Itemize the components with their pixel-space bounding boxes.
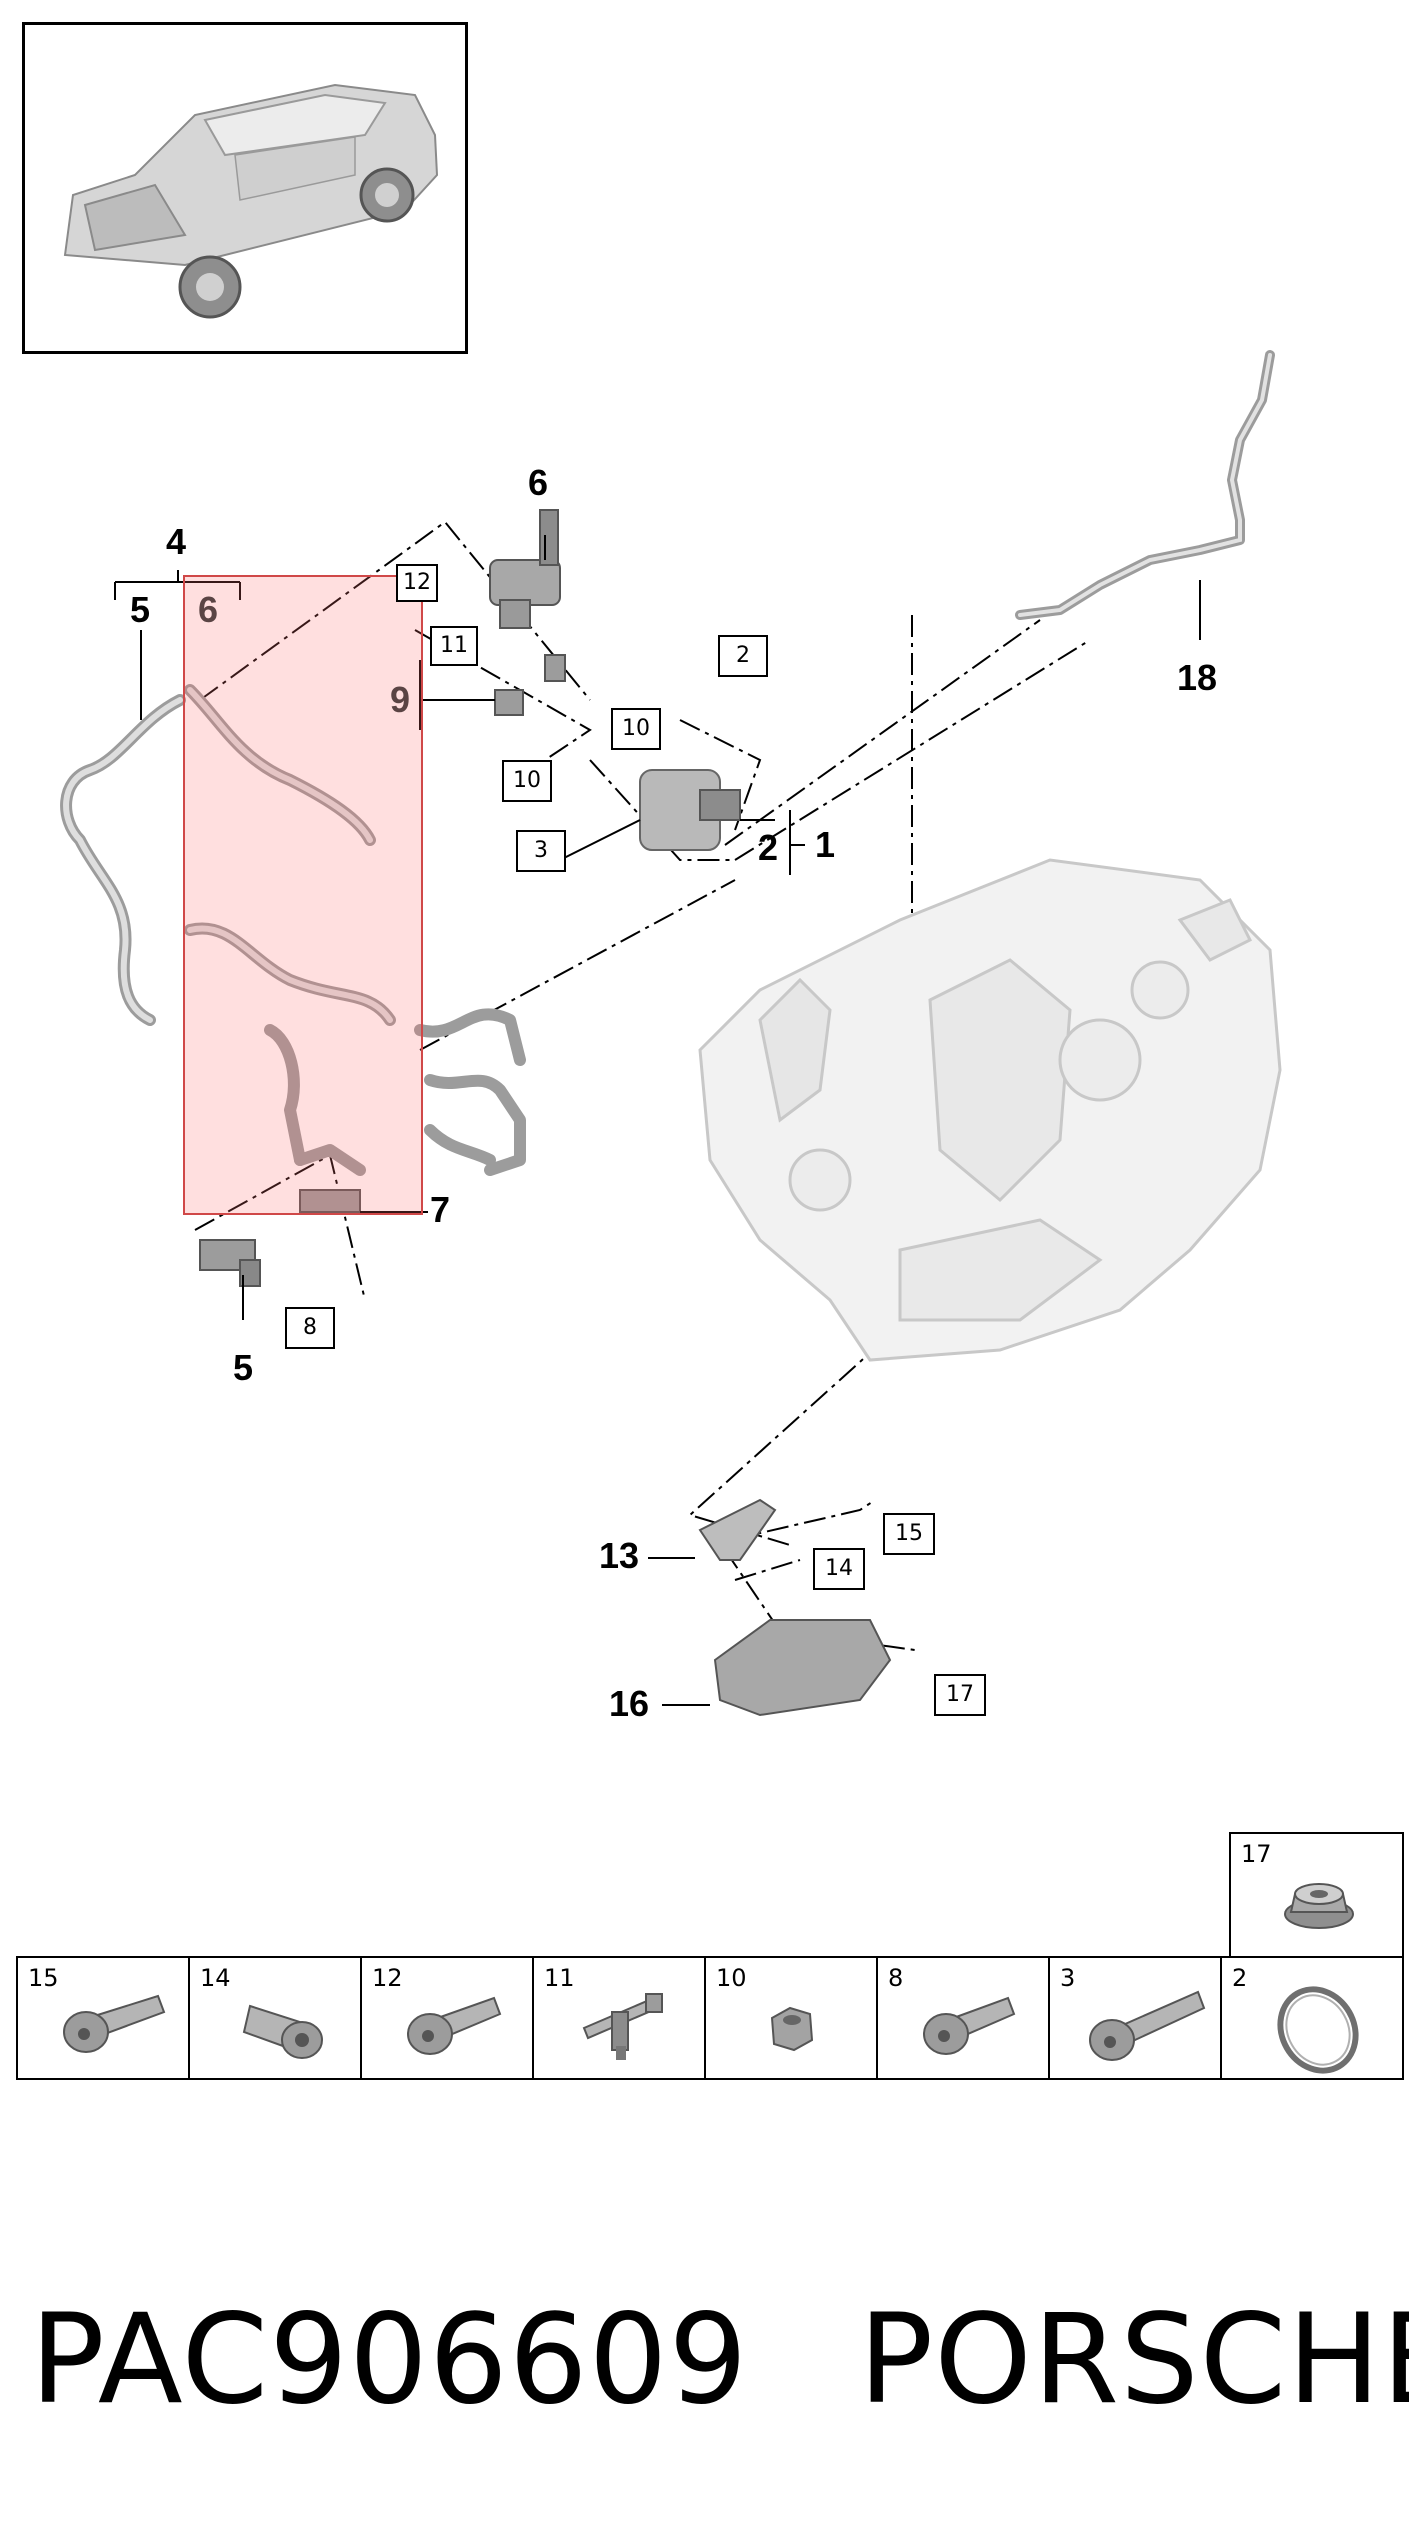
vehicle-thumbnail [22, 22, 468, 354]
callout-5-top: 5 [130, 589, 151, 630]
legend-cell-11: 11 [532, 1956, 706, 2080]
callout-4: 4 [166, 521, 187, 562]
legend-cell-num: 17 [1241, 1840, 1272, 1868]
ref-box-15: 15 [883, 1513, 935, 1555]
torx-bolt-icon [63, 1994, 166, 2053]
ref-box-10-left: 10 [502, 760, 552, 802]
legend-cell-3: 3 [1048, 1956, 1222, 2080]
ref-box-8: 8 [285, 1307, 335, 1349]
callout-5-bottom: 5 [233, 1347, 254, 1388]
legend-cell-12: 12 [360, 1956, 534, 2080]
callout-16: 16 [609, 1683, 650, 1724]
legend-cell-num: 10 [716, 1964, 747, 1992]
torx-bolt-icon [923, 1996, 1016, 2055]
long-bolt-icon [1089, 1990, 1206, 2061]
fastener-legend: 17 15 14 12 11 [16, 1832, 1404, 2080]
legend-cell-15: 15 [16, 1956, 190, 2080]
coolant-pump-icon [639, 769, 741, 851]
legend-cell-10: 10 [704, 1956, 878, 2080]
selected-hose-highlight [183, 575, 423, 1215]
callout-13: 13 [599, 1535, 640, 1576]
ref-box-14: 14 [813, 1548, 865, 1590]
solenoid-valve-icon [489, 509, 561, 629]
heat-shield-icon [713, 1619, 892, 1717]
engine-block-icon [698, 858, 1282, 1362]
legend-cell-num: 3 [1060, 1964, 1076, 1992]
callout-6-top: 6 [528, 462, 549, 503]
callout-18: 18 [1177, 657, 1218, 698]
hollow-bolt-icon [242, 2004, 323, 2059]
ref-box-12: 12 [396, 564, 438, 602]
flange-nut-icon [1284, 1883, 1354, 1929]
legend-cell-14: 14 [188, 1956, 362, 2080]
bracket-icon [199, 1189, 361, 1287]
ref-box-11: 11 [430, 626, 478, 666]
brand-name: PORSCHE [858, 2288, 1409, 2432]
sensor-icon [494, 654, 566, 716]
hex-nut-icon [770, 2006, 814, 2052]
ref-box-3: 3 [516, 830, 566, 872]
stud-clip-icon [582, 1993, 663, 2060]
legend-cell-num: 14 [200, 1964, 231, 1992]
legend-cell-num: 11 [544, 1964, 575, 1992]
legend-cell-2: 2 [1220, 1956, 1404, 2080]
callout-1: 1 [815, 824, 836, 865]
ref-box-17: 17 [934, 1674, 986, 1716]
ref-box-2: 2 [718, 635, 768, 677]
legend-cell-17: 17 [1229, 1832, 1404, 1958]
pipe-bracket-icon [698, 1498, 777, 1561]
legend-cell-num: 15 [28, 1964, 59, 1992]
part-number: PAC906609 [30, 2288, 749, 2432]
legend-cell-num: 12 [372, 1964, 403, 1992]
legend-cell-num: 8 [888, 1964, 904, 1992]
callout-7: 7 [430, 1189, 451, 1230]
callout-6-highlighted: 6 [198, 589, 219, 630]
callout-9: 9 [390, 679, 411, 720]
sealing-ring-icon [1277, 1986, 1359, 2074]
torx-bolt-icon [407, 1996, 502, 2055]
part-number-footer: PAC906609 PORSCHE [30, 2288, 1409, 2432]
suv-icon [63, 83, 439, 319]
legend-cell-num: 2 [1232, 1964, 1248, 1992]
callout-2: 2 [758, 827, 779, 868]
legend-cell-8: 8 [876, 1956, 1050, 2080]
ref-box-10-right: 10 [611, 708, 661, 750]
